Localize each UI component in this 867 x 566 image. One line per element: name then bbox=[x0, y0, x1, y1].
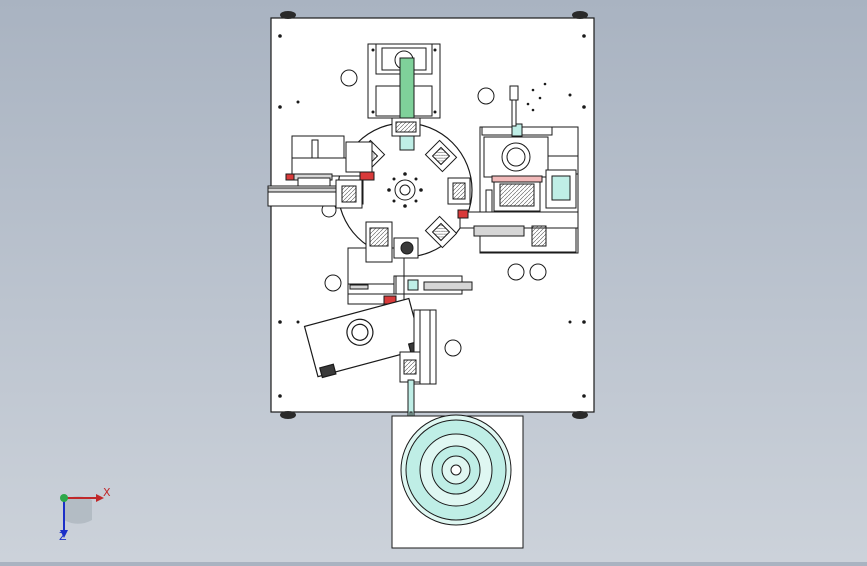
axis-triad[interactable]: X Z bbox=[40, 480, 120, 550]
bottom-cylinder-station[interactable] bbox=[347, 221, 473, 305]
x-axis-label: X bbox=[103, 486, 111, 499]
top-press-station[interactable] bbox=[367, 43, 441, 151]
tape-reel[interactable] bbox=[400, 414, 512, 526]
z-axis-label: Z bbox=[59, 530, 67, 543]
axis-triad-graphic bbox=[60, 494, 104, 538]
left-feeder-station[interactable] bbox=[267, 135, 375, 209]
right-work-station[interactable] bbox=[457, 85, 579, 254]
mounting-holes bbox=[278, 34, 586, 398]
vertical-slide-rail[interactable] bbox=[399, 309, 437, 433]
